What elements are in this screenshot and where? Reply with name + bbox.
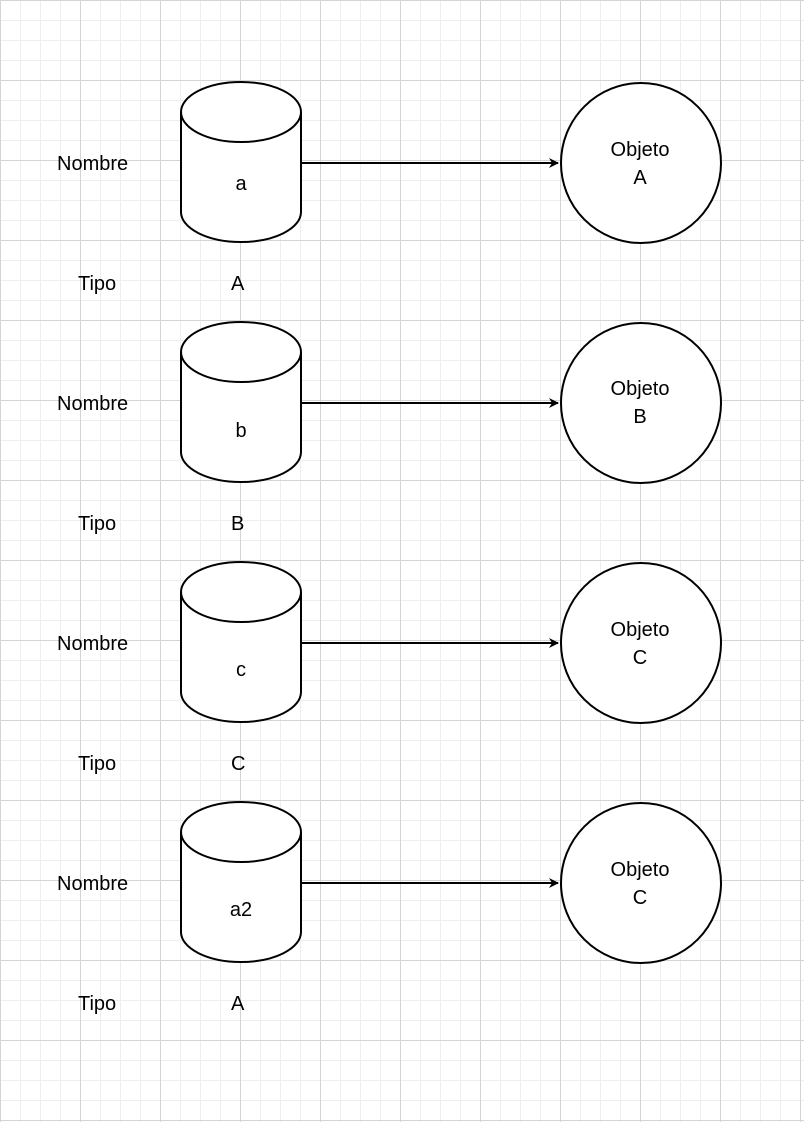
tipo-value: B — [231, 513, 245, 535]
nombre-label: Nombre — [57, 633, 129, 655]
cylinder-top — [180, 561, 302, 623]
nombre-label: Nombre — [57, 393, 129, 415]
tipo-label: Tipo — [78, 513, 117, 535]
nombre-label: Nombre — [57, 873, 129, 895]
object-circle — [560, 82, 722, 244]
cylinder-top — [180, 801, 302, 863]
nombre-label: Nombre — [57, 153, 129, 175]
cylinder-body — [180, 592, 302, 723]
cylinder-body — [180, 112, 302, 243]
object-label-line2: A — [633, 167, 647, 189]
cylinder-body — [180, 352, 302, 483]
tipo-value: C — [231, 753, 246, 775]
object-label-line1: Objeto — [610, 619, 670, 641]
object-label-line2: C — [632, 887, 648, 909]
variable-cylinder — [180, 561, 302, 723]
cylinder-top — [180, 81, 302, 143]
object-label: Objeto C — [560, 856, 720, 912]
cylinder-body — [180, 832, 302, 963]
object-label: Objeto B — [560, 375, 720, 431]
variable-name: c — [236, 659, 246, 681]
object-label-line2: C — [632, 647, 648, 669]
object-label: Objeto A — [560, 136, 720, 192]
object-label-line1: Objeto — [610, 378, 670, 400]
tipo-label: Tipo — [78, 753, 117, 775]
variable-name: b — [235, 420, 247, 442]
variable-cylinder — [180, 321, 302, 483]
cylinder-top — [180, 321, 302, 383]
object-label-line2: B — [633, 406, 647, 428]
tipo-label: Tipo — [78, 993, 117, 1015]
object-label-line1: Objeto — [610, 139, 670, 161]
tipo-value: A — [231, 993, 245, 1015]
object-circle — [560, 322, 722, 484]
object-label-line1: Objeto — [610, 859, 670, 881]
tipo-label: Tipo — [78, 273, 117, 295]
object-label: Objeto C — [560, 616, 720, 672]
variable-name: a2 — [229, 899, 253, 921]
variable-cylinder — [180, 801, 302, 963]
tipo-value: A — [231, 273, 245, 295]
variable-cylinder — [180, 81, 302, 243]
object-circle — [560, 562, 722, 724]
object-circle — [560, 802, 722, 964]
variable-name: a — [235, 173, 247, 195]
